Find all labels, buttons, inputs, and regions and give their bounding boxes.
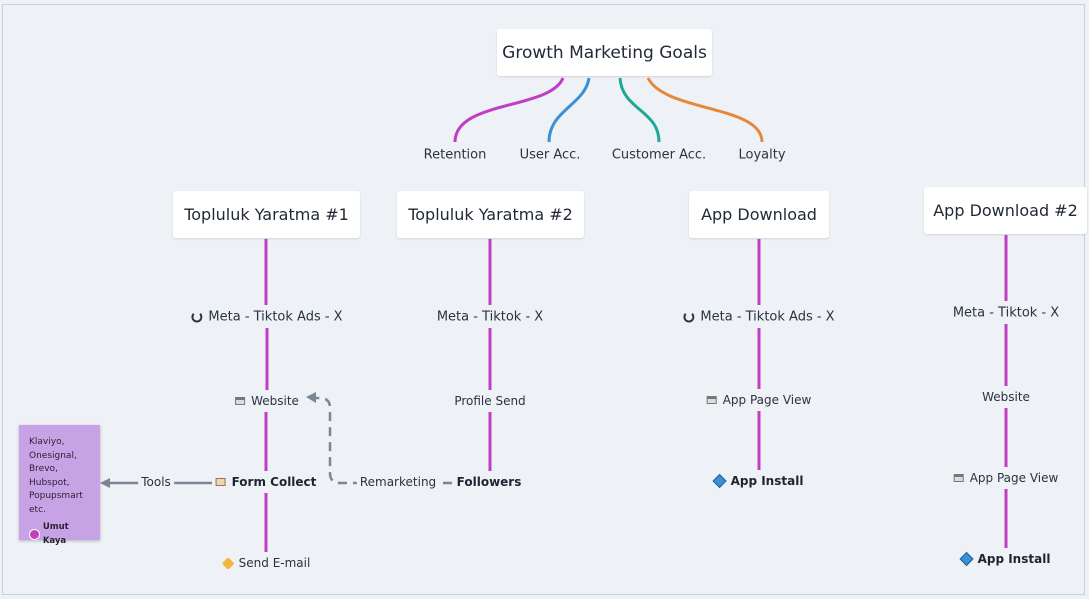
branch-node-app-download[interactable]: App Download bbox=[689, 191, 829, 238]
cube-icon bbox=[959, 551, 974, 567]
step-profile-send[interactable]: Profile Send bbox=[454, 394, 525, 408]
browser-window-icon bbox=[706, 396, 717, 404]
goal-user-acc[interactable]: User Acc. bbox=[520, 148, 581, 163]
step-meta-tiktok[interactable]: Meta - Tiktok - X bbox=[953, 306, 1059, 321]
refresh-icon bbox=[683, 311, 695, 323]
step-label: Meta - Tiktok - X bbox=[436, 309, 544, 325]
tools-label[interactable]: Tools bbox=[138, 475, 174, 489]
step-followers[interactable]: Followers bbox=[457, 475, 522, 489]
sticky-author: Umut Kaya bbox=[29, 521, 94, 548]
sticky-line: Hubspot, bbox=[29, 477, 70, 488]
root-title: Growth Marketing Goals bbox=[502, 42, 707, 63]
sticky-line: etc. bbox=[29, 504, 46, 515]
step-label: App Page View bbox=[722, 393, 812, 407]
avatar-icon bbox=[29, 529, 40, 540]
step-meta-tiktok-ads[interactable]: Meta - Tiktok Ads - X bbox=[683, 309, 835, 325]
tag-icon bbox=[221, 556, 235, 570]
step-label: Meta - Tiktok Ads - X bbox=[700, 309, 835, 325]
step-label: Send E-mail bbox=[238, 556, 311, 570]
step-send-email[interactable]: Send E-mail bbox=[221, 556, 311, 570]
goal-loyalty[interactable]: Loyalty bbox=[738, 148, 785, 163]
remarketing-arrowhead bbox=[306, 392, 316, 403]
step-label: App Page View bbox=[969, 471, 1059, 485]
step-label: Profile Send bbox=[454, 394, 526, 408]
sticky-line: Klaviyo, bbox=[29, 437, 65, 447]
step-meta-tiktok-ads[interactable]: Meta - Tiktok Ads - X bbox=[191, 309, 343, 325]
step-app-page-view[interactable]: App Page View bbox=[706, 393, 812, 407]
remarketing-label[interactable]: Remarketing bbox=[356, 475, 440, 489]
step-meta-tiktok[interactable]: Meta - Tiktok - X bbox=[437, 310, 543, 325]
root-node[interactable]: Growth Marketing Goals bbox=[497, 29, 712, 76]
step-label: Meta - Tiktok Ads - X bbox=[208, 309, 343, 325]
sticky-author-name: Umut Kaya bbox=[42, 522, 69, 546]
branch-node-topluluk-1[interactable]: Topluluk Yaratma #1 bbox=[173, 191, 360, 238]
branch-node-topluluk-2[interactable]: Topluluk Yaratma #2 bbox=[397, 191, 584, 238]
goal-label: User Acc. bbox=[519, 147, 581, 163]
branch-title: Topluluk Yaratma #1 bbox=[184, 205, 349, 224]
cube-icon bbox=[712, 473, 727, 489]
canvas-frame bbox=[2, 4, 1085, 595]
step-label: App Install bbox=[977, 552, 1051, 566]
step-label: Meta - Tiktok - X bbox=[952, 305, 1060, 321]
step-label: Form Collect bbox=[231, 475, 317, 489]
step-app-install[interactable]: App Install bbox=[712, 473, 804, 489]
goal-customer-acc[interactable]: Customer Acc. bbox=[612, 148, 706, 163]
branch-title: Topluluk Yaratma #2 bbox=[408, 205, 573, 224]
refresh-icon bbox=[191, 311, 203, 323]
customer-acc-connector bbox=[618, 77, 661, 143]
retention-connector bbox=[453, 77, 565, 143]
loyalty-connector bbox=[646, 77, 764, 143]
sticky-note[interactable]: Klaviyo, Onesignal, Brevo, Hubspot, Popu… bbox=[19, 425, 100, 546]
sticky-line: Onesignal, bbox=[29, 450, 77, 461]
tools-arrowhead bbox=[100, 478, 110, 488]
step-label: Website bbox=[251, 394, 299, 408]
connector-label: Tools bbox=[141, 475, 171, 489]
envelope-icon bbox=[215, 478, 226, 486]
remarketing-connector bbox=[312, 396, 452, 485]
branch-title: App Download bbox=[701, 205, 817, 224]
sticky-line: Popupsmart bbox=[29, 491, 83, 501]
step-form-collect[interactable]: Form Collect bbox=[215, 475, 317, 489]
step-website[interactable]: Website bbox=[235, 394, 299, 408]
goal-label: Loyalty bbox=[738, 147, 786, 163]
browser-window-icon bbox=[235, 397, 246, 405]
connector-label: Remarketing bbox=[359, 475, 437, 489]
branch-node-app-download-2[interactable]: App Download #2 bbox=[924, 187, 1087, 234]
step-label: App Install bbox=[730, 474, 804, 488]
branch-title: App Download #2 bbox=[933, 201, 1078, 220]
goal-label: Customer Acc. bbox=[611, 147, 707, 163]
step-app-install[interactable]: App Install bbox=[959, 551, 1051, 567]
goal-retention[interactable]: Retention bbox=[424, 148, 487, 163]
sticky-line: Brevo, bbox=[29, 464, 58, 474]
step-website[interactable]: Website bbox=[982, 390, 1030, 404]
goal-label: Retention bbox=[423, 147, 487, 163]
user-acc-connector bbox=[547, 77, 591, 143]
step-app-page-view[interactable]: App Page View bbox=[953, 471, 1059, 485]
browser-window-icon bbox=[953, 474, 964, 482]
step-label: Website bbox=[982, 390, 1030, 404]
step-label: Followers bbox=[456, 475, 522, 489]
